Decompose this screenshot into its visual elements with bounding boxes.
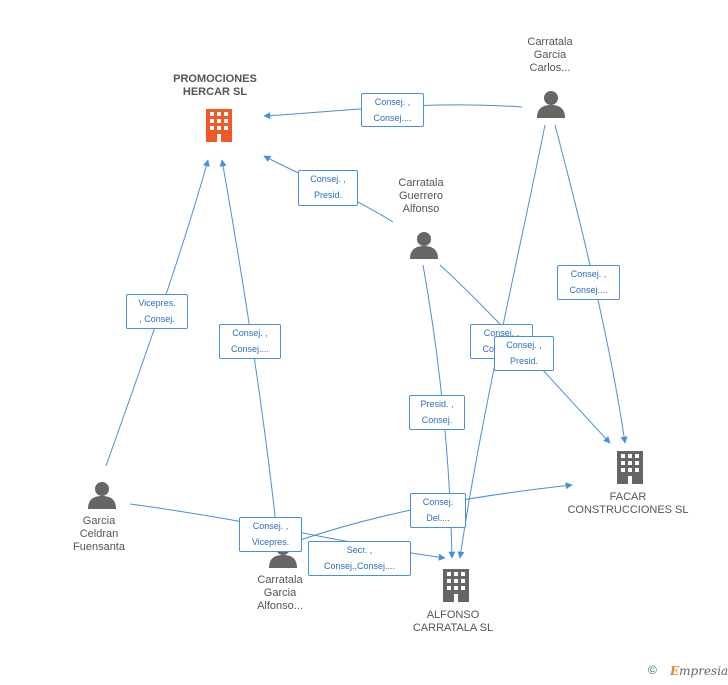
node-label-line: Carratala [257, 574, 303, 586]
edge-label-line: Consej.... [373, 113, 412, 123]
node-label-line: CONSTRUCCIONES SL [567, 504, 689, 516]
node-label-line: HERCAR SL [182, 86, 248, 98]
node-label-line: Garcia [533, 49, 567, 61]
edge-label-line: Secr. , [346, 545, 373, 555]
node-label-line: Carlos... [529, 62, 571, 74]
edge-label-garcia-alfonsosl-a[interactable]: Consej. , Vicepres. [239, 517, 302, 552]
node-garcia-celdran-label[interactable]: Garcia Celdran Fuensanta [54, 515, 144, 554]
node-promociones-label[interactable]: PROMOCIONES HERCAR SL [160, 73, 270, 99]
edge-label-guerrero-alfonsosl[interactable]: Presid. , Consej. [409, 395, 465, 430]
edge-label-alfonsog-promociones[interactable]: Consej. , Consej.... [219, 324, 281, 359]
edge-label-line: Consej.... [569, 285, 608, 295]
edge-label-line: Del.... [426, 513, 450, 523]
node-label-line: CARRATALA SL [412, 622, 494, 634]
building-icon [617, 451, 643, 484]
person-icon [537, 91, 565, 118]
edge-label-alfonsog-facar[interactable]: Consej. Del.... [410, 493, 466, 528]
node-alfonso-sl-label[interactable]: ALFONSO CARRATALA SL [396, 609, 510, 635]
node-label-line: Celdran [79, 528, 119, 540]
edge-label-line: Consej. , [506, 340, 542, 350]
edge-line-garcia-alfonsosl [129, 503, 446, 561]
node-label-line: Garcia [82, 515, 116, 527]
node-label-line: Alfonso [402, 203, 440, 215]
building-icon [443, 569, 469, 602]
edge-label-line: Consej.... [230, 344, 270, 354]
edge-label-line: Consej. , [232, 328, 268, 338]
brand-logo-initial: E [670, 664, 680, 678]
edge-label-line: Consej. [422, 497, 454, 507]
node-label-line: Carratala [398, 177, 444, 189]
edge-label-line: Consej. , [252, 521, 289, 531]
node-guerrero-label[interactable]: Carratala Guerrero Alfonso [376, 177, 466, 216]
copyright-icon: © [648, 663, 657, 677]
node-carlos-label[interactable]: Carratala Garcia Carlos... [505, 36, 595, 75]
edge-label-guerrero-promociones[interactable]: Consej. , Presid. [298, 170, 358, 206]
edge-label-line: Consej. [421, 415, 453, 425]
edge-label-garcia-alfonsosl-b[interactable]: Secr. , Consej.,Consej.... [308, 541, 411, 576]
edge-label-garcia-promociones[interactable]: Vicepres. , Consej. [126, 294, 188, 329]
edge-label-line: Presid. , [420, 399, 454, 409]
node-label-line: FACAR [609, 491, 647, 503]
node-label-line: Guerrero [398, 190, 444, 202]
node-label-line: Carratala [527, 36, 573, 48]
edge-label-line: Vicepres. [251, 537, 290, 547]
edge-label-line: Consej.,Consej.... [323, 561, 396, 571]
edge-label-line: Consej. , [374, 97, 411, 107]
node-alfonso-garcia-label[interactable]: Carratala Garcia Alfonso... [235, 574, 325, 613]
building-icon [206, 109, 232, 142]
edge-label-line: Consej. , [570, 269, 607, 279]
brand-logo: Empresia [670, 664, 728, 678]
node-label-line: PROMOCIONES [173, 73, 257, 85]
node-label-line: Alfonso... [257, 600, 303, 612]
edge-label-line: Presid. [509, 356, 538, 366]
node-label-line: Fuensanta [73, 541, 125, 553]
node-label-line: ALFONSO [426, 609, 480, 621]
node-label-line: Garcia [263, 587, 297, 599]
edge-label-line: , Consej. [139, 314, 175, 324]
edge-label-line: Consej. , [483, 328, 520, 338]
edge-label-line: Consej. , [310, 174, 346, 184]
edge-label-line: Vicepres. [138, 298, 176, 308]
person-icon [410, 232, 438, 259]
edge-label-carlos-promociones[interactable]: Consej. , Consej.... [361, 93, 424, 127]
edge-label-line: Presid. [313, 190, 342, 200]
person-icon [88, 482, 116, 509]
edge-label-guerrero-facar[interactable]: Consej. , Presid. [494, 336, 554, 371]
edge-label-carlos-facar[interactable]: Consej. , Consej.... [557, 265, 620, 300]
brand-logo-rest: mpresia [679, 664, 728, 678]
node-facar-label[interactable]: FACAR CONSTRUCCIONES SL [563, 491, 693, 517]
